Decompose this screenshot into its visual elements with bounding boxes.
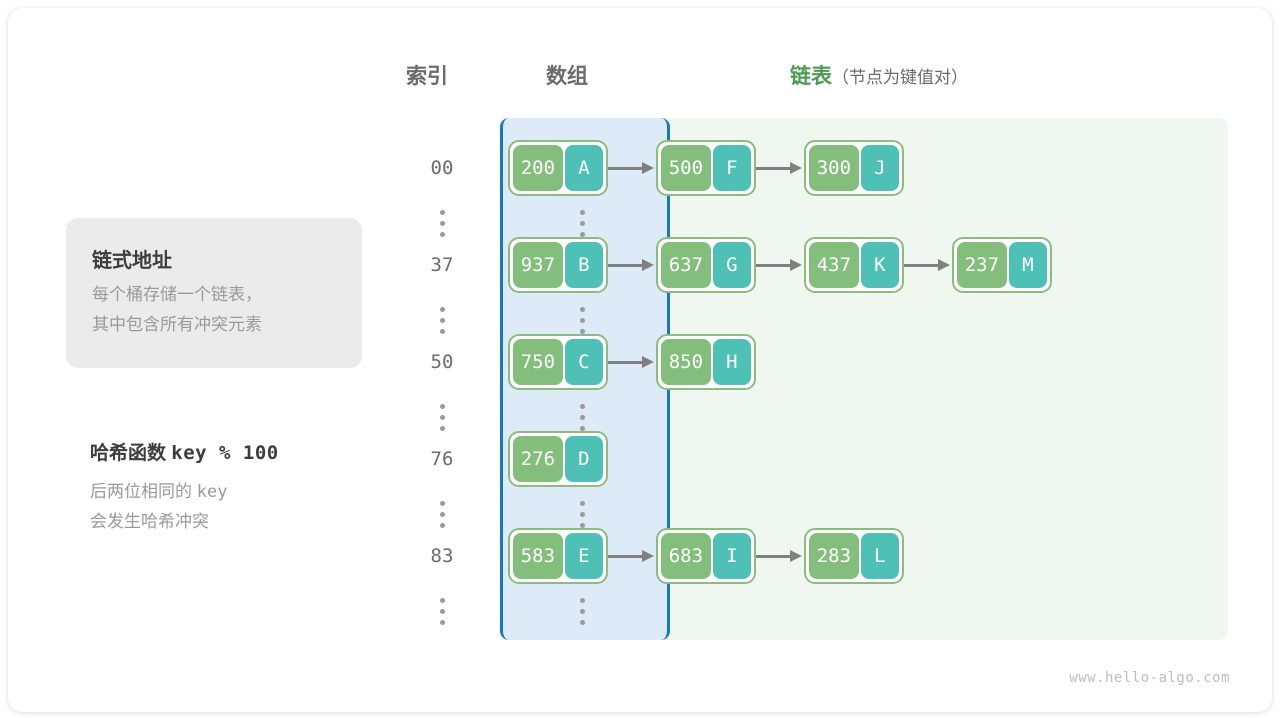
next-pointer-arrow-icon: [756, 161, 804, 175]
ellipsis-gap: [8, 588, 1272, 636]
node-key: 276: [513, 436, 563, 482]
ellipsis-gap: [8, 200, 1272, 248]
bucket-index-50: 50: [430, 351, 454, 373]
node-value: G: [712, 242, 751, 288]
node-value: L: [860, 533, 899, 579]
index-ellipsis-icon: [404, 491, 480, 539]
node-key: 300: [809, 145, 859, 191]
node-key: 237: [957, 242, 1007, 288]
ellipsis-gap: [8, 394, 1272, 442]
next-pointer-arrow-icon: [756, 549, 804, 563]
hash-function-note: 哈希函数 key % 100 后两位相同的 key 会发生哈希冲突: [90, 438, 420, 537]
node-value: M: [1008, 242, 1047, 288]
heading-array: 数组: [546, 65, 588, 88]
node-key: 937: [513, 242, 563, 288]
bucket-index-37: 37: [430, 254, 454, 276]
hash-collision-text: 后两位相同的: [90, 482, 192, 501]
hash-function-body: 后两位相同的 key 会发生哈希冲突: [90, 477, 420, 537]
hash-function-body-line-2: 会发生哈希冲突: [90, 512, 209, 531]
column-headings: 索引 数组 链表（节点为键值对）: [8, 60, 1272, 94]
hash-function-label: 哈希函数: [90, 443, 167, 464]
node-key: 200: [513, 145, 563, 191]
node-value: C: [564, 339, 603, 385]
hash-function-expression: key % 100: [171, 442, 279, 464]
bucket-index-76: 76: [430, 448, 454, 470]
node-key: 437: [809, 242, 859, 288]
array-ellipsis-icon: [544, 491, 620, 539]
hash-collision-key-token: key: [196, 482, 228, 502]
node-value: F: [712, 145, 751, 191]
next-pointer-arrow-icon: [904, 258, 952, 272]
diagram-card: 索引 数组 链表（节点为键值对） 链式地址 每个桶存储一个链表， 其中包含所有冲…: [8, 8, 1272, 712]
node-key: 750: [513, 339, 563, 385]
node-value: D: [564, 436, 603, 482]
next-pointer-arrow-icon: [608, 161, 656, 175]
heading-linked-list: 链表（节点为键值对）: [790, 60, 968, 90]
node-value: K: [860, 242, 899, 288]
node-key: 637: [661, 242, 711, 288]
node-value: B: [564, 242, 603, 288]
index-ellipsis-icon: [404, 394, 480, 442]
heading-linked-list-main: 链表: [790, 65, 832, 88]
heading-index: 索引: [406, 65, 448, 88]
array-ellipsis-icon: [544, 394, 620, 442]
next-pointer-arrow-icon: [608, 355, 656, 369]
array-ellipsis-icon: [544, 588, 620, 636]
chaining-info-title: 链式地址: [92, 250, 172, 272]
node-value: E: [564, 533, 603, 579]
bucket-index-00: 00: [430, 157, 454, 179]
chaining-info-box: 链式地址 每个桶存储一个链表， 其中包含所有冲突元素: [66, 218, 362, 368]
array-ellipsis-icon: [544, 297, 620, 345]
next-pointer-arrow-icon: [608, 258, 656, 272]
node-key: 500: [661, 145, 711, 191]
ellipsis-gap: [8, 491, 1272, 539]
node-value: A: [564, 145, 603, 191]
chaining-info-line-2: 其中包含所有冲突元素: [92, 315, 262, 334]
next-pointer-arrow-icon: [756, 258, 804, 272]
node-key: 850: [661, 339, 711, 385]
node-value: J: [860, 145, 899, 191]
array-ellipsis-icon: [544, 200, 620, 248]
node-key: 583: [513, 533, 563, 579]
index-ellipsis-icon: [404, 297, 480, 345]
heading-linked-list-sub: （节点为键值对）: [832, 68, 968, 87]
hash-function-body-line-1: 后两位相同的 key: [90, 477, 420, 507]
chaining-info-line-1: 每个桶存储一个链表，: [92, 285, 262, 304]
site-watermark: www.hello-algo.com: [1069, 670, 1230, 686]
node-value: H: [712, 339, 751, 385]
chaining-info-body: 每个桶存储一个链表， 其中包含所有冲突元素: [92, 280, 262, 340]
ellipsis-gap: [8, 297, 1272, 345]
node-value: I: [712, 533, 751, 579]
index-ellipsis-icon: [404, 200, 480, 248]
next-pointer-arrow-icon: [608, 549, 656, 563]
bucket-index-83: 83: [430, 545, 454, 567]
hash-function-title: 哈希函数 key % 100: [90, 438, 420, 465]
index-ellipsis-icon: [404, 588, 480, 636]
node-key: 283: [809, 533, 859, 579]
node-key: 683: [661, 533, 711, 579]
